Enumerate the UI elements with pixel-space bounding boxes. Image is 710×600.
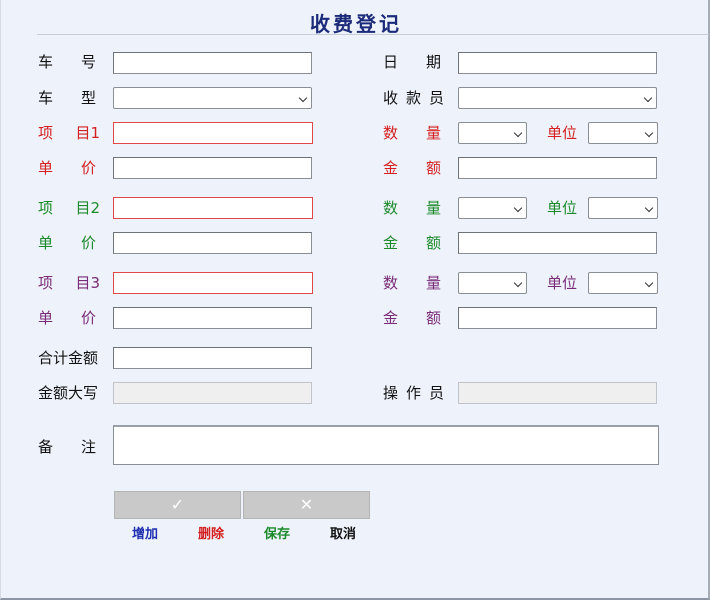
remarks-textarea[interactable] xyxy=(113,425,659,465)
chevron-down-icon xyxy=(298,93,308,103)
item1-price-label: 单价 xyxy=(38,159,96,177)
check-icon: ✓ xyxy=(170,495,185,514)
item2-amount-label: 金额 xyxy=(383,234,441,252)
title-divider xyxy=(37,34,709,35)
cashier-select[interactable] xyxy=(458,87,657,109)
item2-label: 项目2 xyxy=(38,199,100,217)
amount-in-words-field xyxy=(113,382,312,404)
window-title: 收费登记 xyxy=(310,12,402,36)
chevron-down-icon xyxy=(513,278,523,288)
date-label: 日期 xyxy=(383,53,441,71)
item1-unit-label: 单位 xyxy=(547,124,578,142)
item3-quantity-label: 数量 xyxy=(383,274,441,292)
item3-amount-input[interactable] xyxy=(458,307,657,329)
item2-quantity-label: 数量 xyxy=(383,199,441,217)
date-input[interactable] xyxy=(458,52,657,74)
item2-quantity-select[interactable] xyxy=(458,197,527,219)
cancel-edit-button[interactable]: ✕ xyxy=(243,491,370,519)
confirm-button[interactable]: ✓ xyxy=(114,491,241,519)
add-link[interactable]: 增加 xyxy=(132,527,159,542)
item1-unit-select[interactable] xyxy=(588,122,658,144)
chevron-down-icon xyxy=(644,128,654,138)
delete-link[interactable]: 删除 xyxy=(198,527,225,542)
item1-label: 项目1 xyxy=(38,124,100,142)
chevron-down-icon xyxy=(643,93,653,103)
item1-quantity-label: 数量 xyxy=(383,124,441,142)
item2-unit-label: 单位 xyxy=(547,199,578,217)
item1-amount-label: 金额 xyxy=(383,159,441,177)
close-icon: ✕ xyxy=(299,495,314,514)
item2-input[interactable] xyxy=(113,197,313,219)
item3-label: 项目3 xyxy=(38,274,100,292)
item1-input[interactable] xyxy=(113,122,313,144)
item2-amount-input[interactable] xyxy=(458,232,657,254)
item3-unit-select[interactable] xyxy=(588,272,658,294)
chevron-down-icon xyxy=(644,203,654,213)
cancel-link[interactable]: 取消 xyxy=(330,527,357,542)
item1-amount-input[interactable] xyxy=(458,157,657,179)
vehicle-type-label: 车型 xyxy=(38,89,96,107)
item2-price-label: 单价 xyxy=(38,234,96,252)
item2-price-input[interactable] xyxy=(113,232,312,254)
chevron-down-icon xyxy=(513,128,523,138)
vehicle-type-select[interactable] xyxy=(113,87,312,109)
item1-quantity-select[interactable] xyxy=(458,122,527,144)
item3-price-label: 单价 xyxy=(38,309,96,327)
item2-unit-select[interactable] xyxy=(588,197,658,219)
chevron-down-icon xyxy=(513,203,523,213)
item3-unit-label: 单位 xyxy=(547,274,578,292)
operator-label: 操作员 xyxy=(383,384,444,402)
save-link[interactable]: 保存 xyxy=(264,527,291,542)
amount-in-words-label: 金额大写 xyxy=(38,384,99,402)
operator-field xyxy=(458,382,657,404)
item1-price-input[interactable] xyxy=(113,157,312,179)
item3-input[interactable] xyxy=(113,272,313,294)
remarks-label: 备注 xyxy=(38,438,96,456)
plate-input[interactable] xyxy=(113,52,312,74)
plate-label: 车号 xyxy=(38,53,96,71)
item3-quantity-select[interactable] xyxy=(458,272,527,294)
total-amount-input[interactable] xyxy=(113,347,312,369)
chevron-down-icon xyxy=(644,278,654,288)
total-amount-label: 合计金额 xyxy=(38,349,99,367)
item3-price-input[interactable] xyxy=(113,307,312,329)
item3-amount-label: 金额 xyxy=(383,309,441,327)
cashier-label: 收款员 xyxy=(383,89,444,107)
